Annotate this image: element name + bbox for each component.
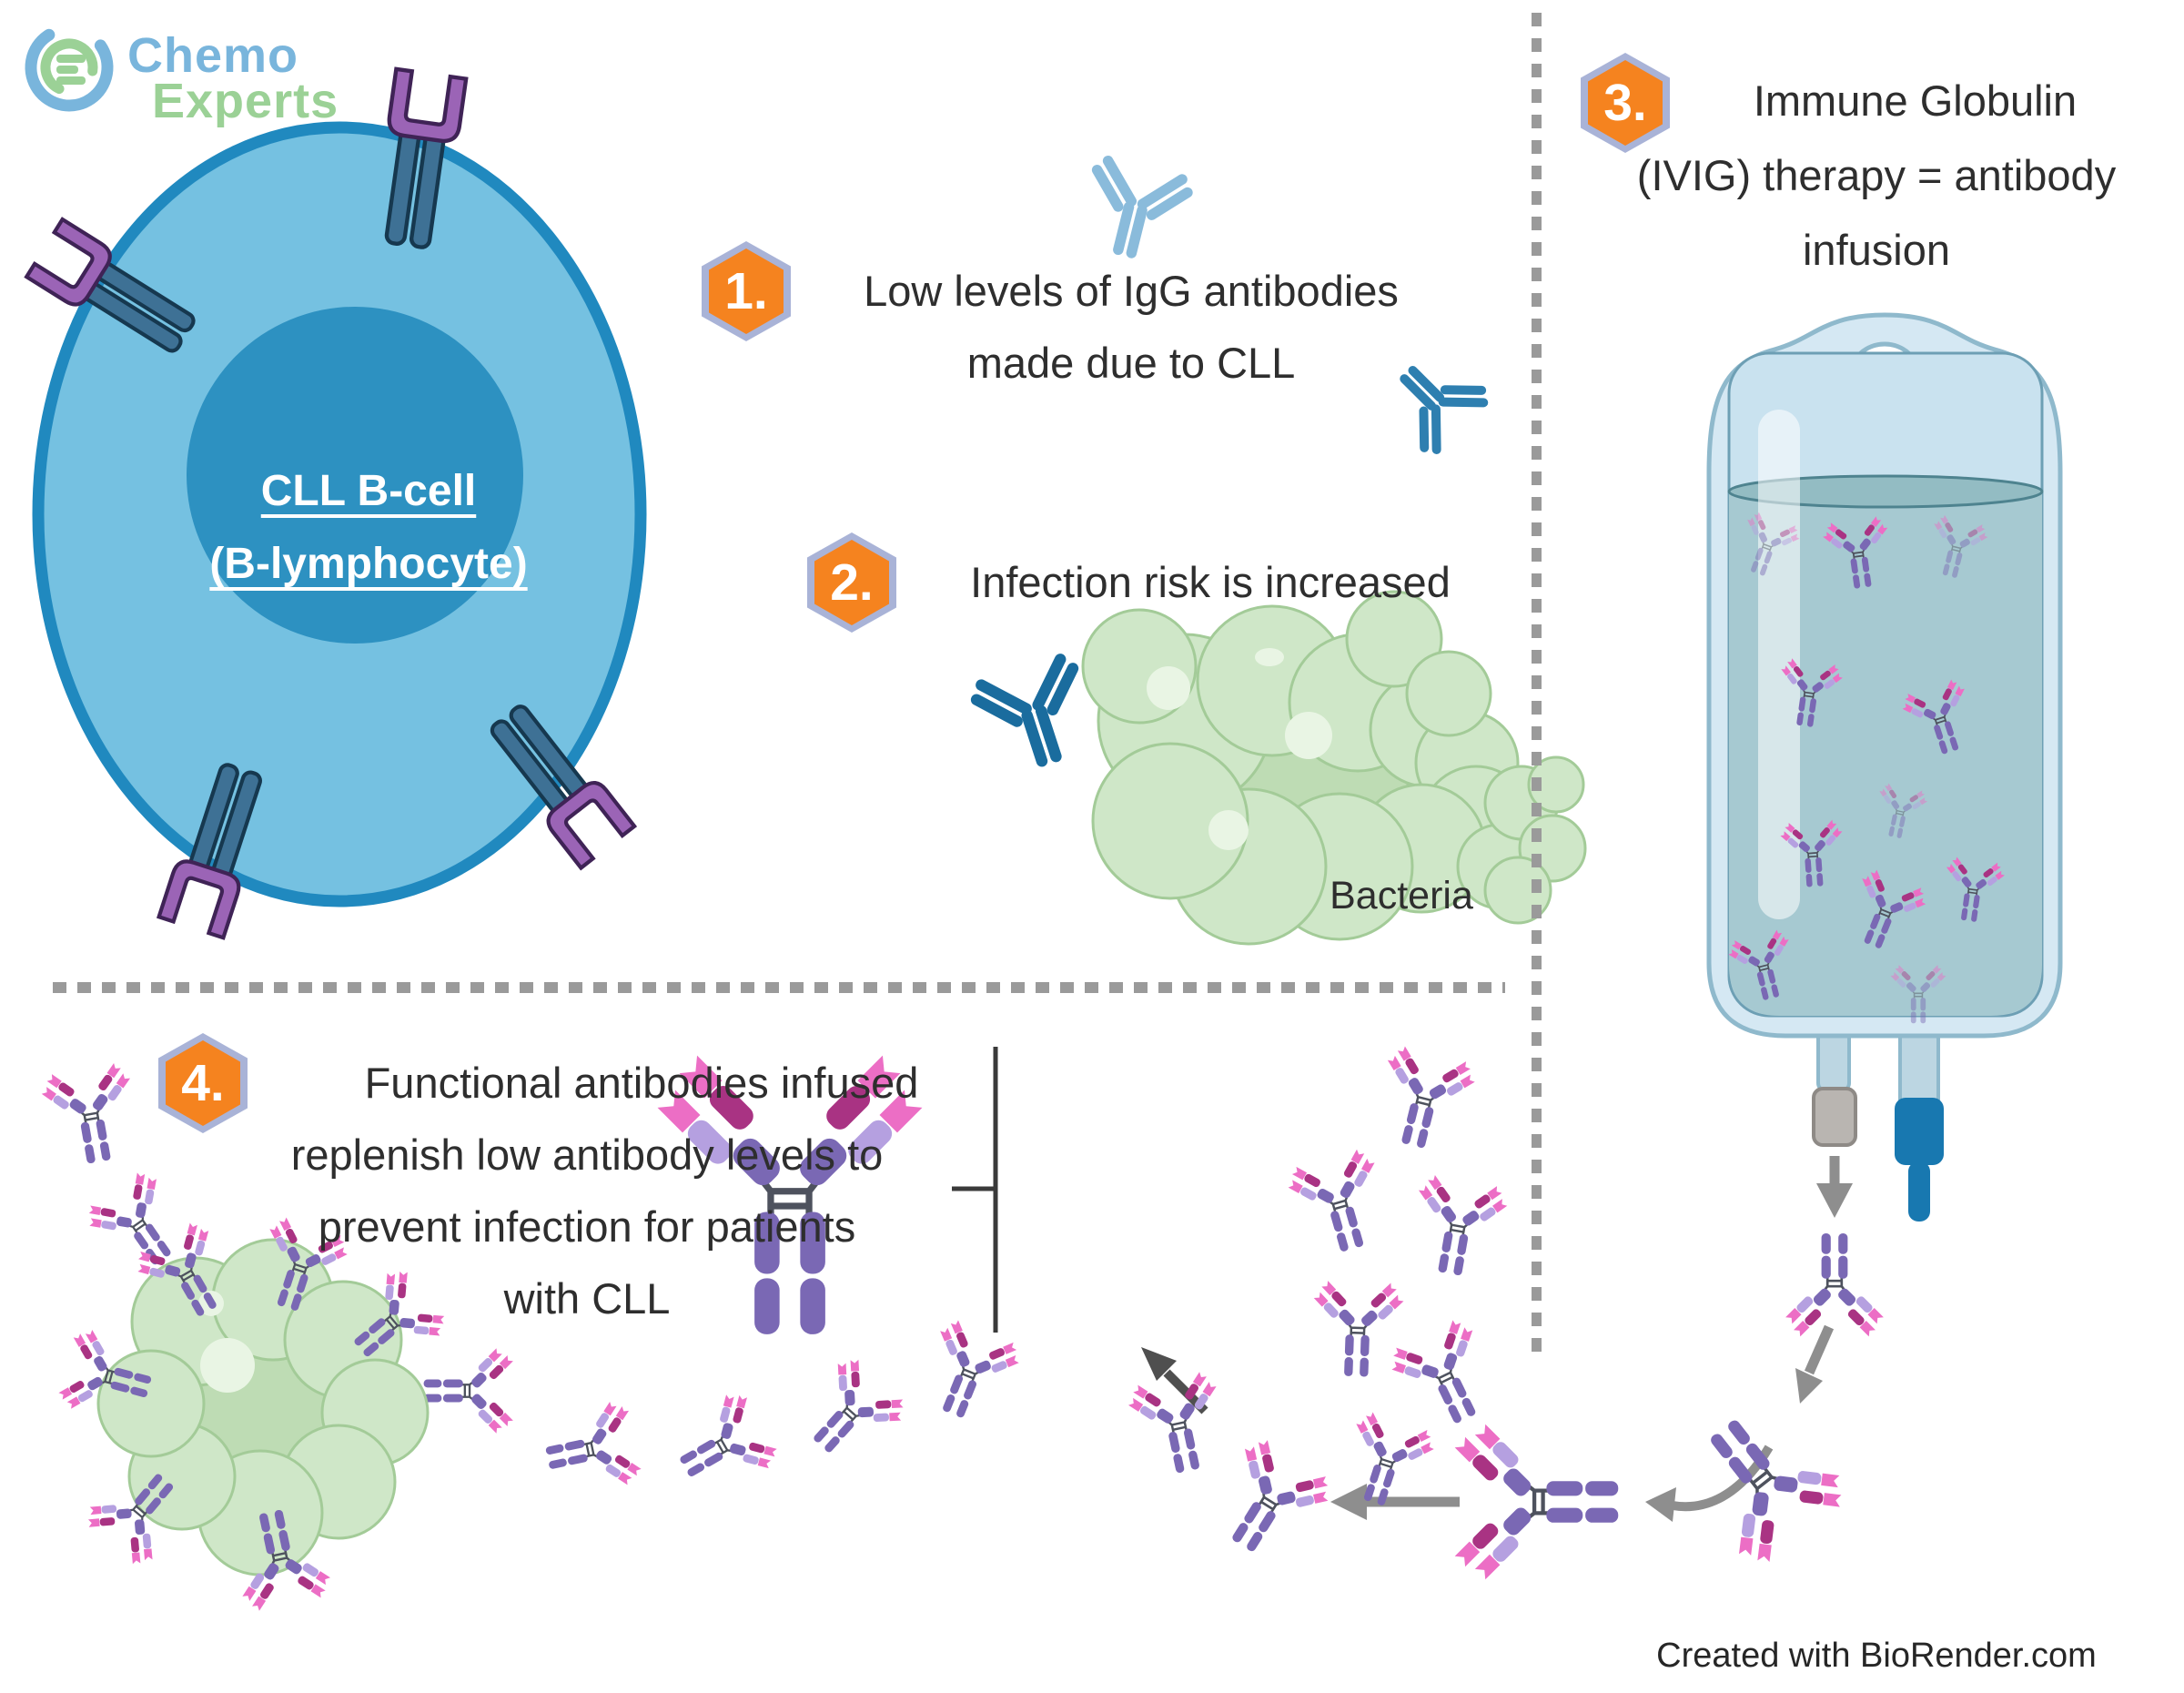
logo-text-experts: Experts [152, 74, 339, 128]
cell-label-line1: CLL B-cell [260, 467, 477, 515]
step-2-number: 2. [830, 553, 874, 612]
step-2-caption: Infection risk is increased [970, 558, 1451, 606]
bag-highlight [1758, 410, 1800, 919]
step-1-caption: Low levels of IgG antibodies made due to… [864, 267, 1399, 387]
horizontal-divider [53, 982, 1505, 993]
cell-label-line2: (B-lymphocyte) [209, 540, 528, 588]
vertical-divider [1532, 13, 1542, 1358]
bacteria-cluster-large [1081, 590, 1587, 946]
step-3-caption: Immune Globulin (IVIG) therapy = antibod… [1636, 76, 2117, 274]
iv-bag [1706, 312, 2063, 1222]
antibody-bracket [952, 1047, 998, 1333]
bag-port-cap-gray [1812, 1087, 1857, 1147]
step-4-caption: Functional antibodies infused replenish … [290, 1059, 919, 1323]
cll-b-cell [26, 69, 647, 938]
cell-label: CLL B-cell (B-lymphocyte) [209, 455, 527, 601]
cell-nucleus [187, 307, 523, 644]
bag-port-cap-blue [1895, 1098, 1944, 1165]
bacteria-cluster-small [54, 1211, 455, 1616]
step-4-number: 4. [181, 1054, 225, 1112]
arrow-diagonal-icon [1804, 1324, 1835, 1375]
logo-text-chemo: Chemo [127, 28, 299, 83]
chemoexperts-logo-icon [25, 23, 114, 112]
step-3-badge: 3. [1581, 53, 1670, 153]
bacteria-label: Bacteria [1330, 874, 1473, 917]
biorender-credit: Created with BioRender.com [1656, 1637, 2097, 1675]
step-3-number: 3. [1603, 74, 1647, 132]
step-1-number: 1. [724, 262, 768, 320]
step-4-badge: 4. [158, 1033, 248, 1133]
